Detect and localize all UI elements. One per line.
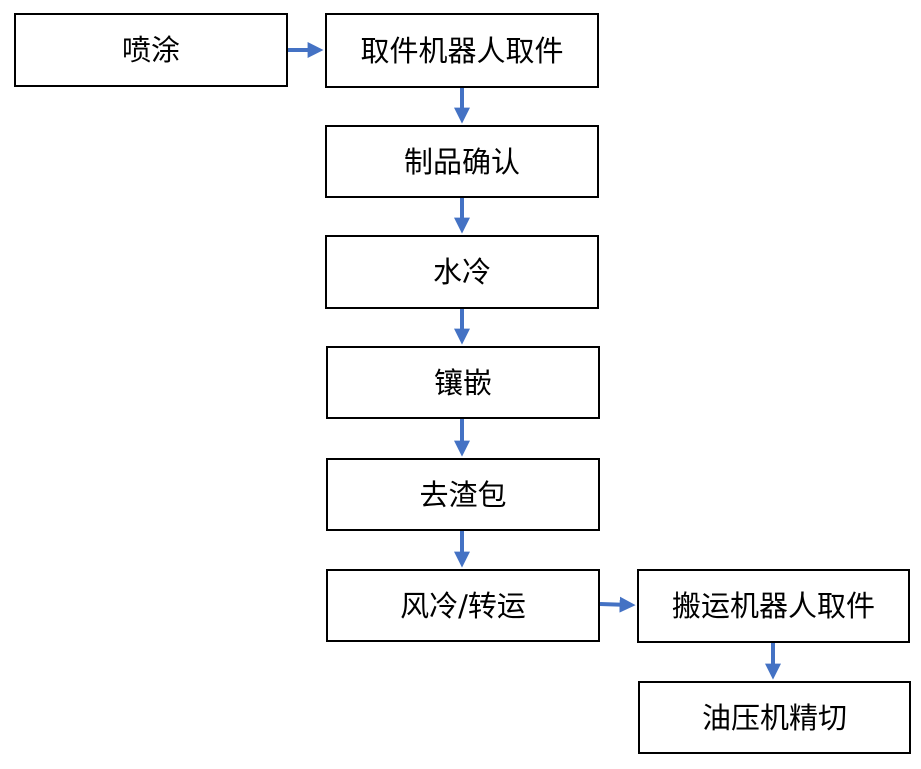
node-robot-pick-1: 取件机器人取件 <box>325 13 599 88</box>
node-product-confirm: 制品确认 <box>325 125 599 198</box>
node-robot-pick-1-label: 取件机器人取件 <box>360 33 564 68</box>
node-water-cool-label: 水冷 <box>432 255 491 289</box>
node-inlay-label: 镶嵌 <box>433 365 492 400</box>
node-remove-slag-label: 去渣包 <box>419 477 507 512</box>
node-product-confirm-label: 制品确认 <box>403 144 520 179</box>
node-air-cool-transfer-label: 风冷/转运 <box>400 588 526 623</box>
node-remove-slag: 去渣包 <box>326 458 600 531</box>
arrow-air-cool-to-robot-pick-2 <box>599 596 636 613</box>
node-robot-pick-2-label: 搬运机器人取件 <box>671 589 875 623</box>
node-robot-pick-2: 搬运机器人取件 <box>637 569 910 643</box>
node-spray: 喷涂 <box>14 13 288 87</box>
node-spray-label: 喷涂 <box>121 33 180 67</box>
node-air-cool-transfer: 风冷/转运 <box>326 569 600 642</box>
node-press-trim: 油压机精切 <box>638 681 911 754</box>
node-inlay: 镶嵌 <box>326 346 600 419</box>
node-press-trim-label: 油压机精切 <box>701 700 847 735</box>
node-water-cool: 水冷 <box>325 235 599 309</box>
